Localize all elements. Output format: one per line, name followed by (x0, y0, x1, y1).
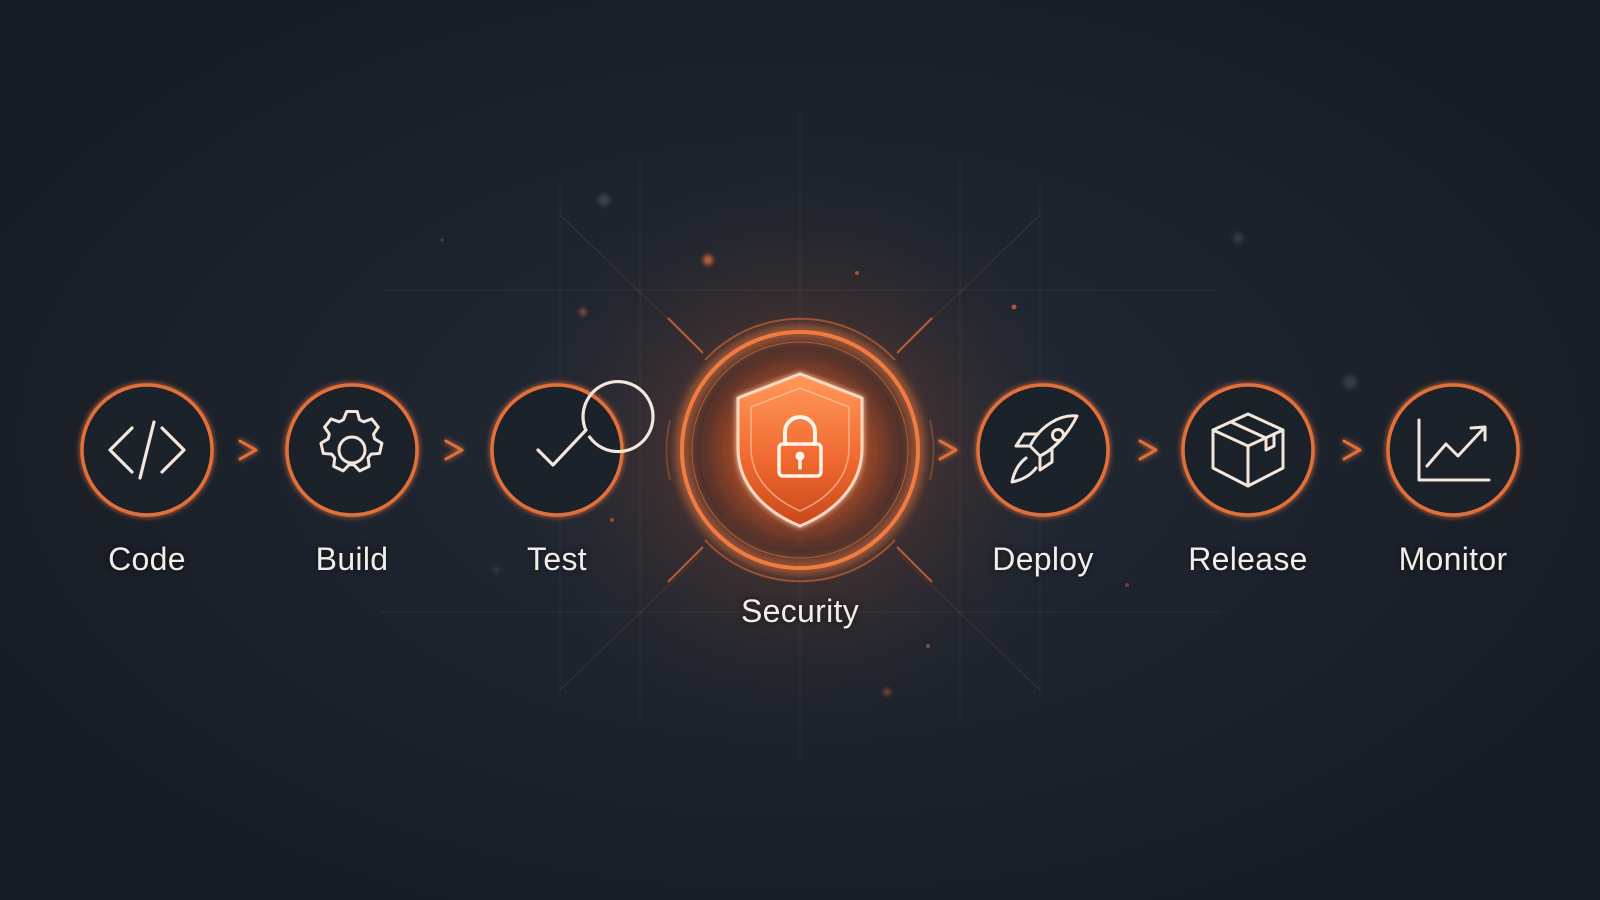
security-ticks (667, 317, 933, 583)
arrow-icon (938, 439, 958, 461)
dust-particles (493, 194, 1357, 573)
stage-label-test: Test (527, 541, 587, 577)
trend-chart-icon (1417, 418, 1491, 482)
stage-label-monitor: Monitor (1398, 541, 1508, 577)
stage-security-node (665, 317, 935, 583)
arrow-icon (444, 439, 464, 461)
stage-label-deploy: Deploy (992, 541, 1094, 577)
security-outer-arcs (665, 317, 935, 583)
connector-build-test (419, 439, 483, 461)
connector-security-deploy (918, 439, 977, 461)
stage-label-security: Security (741, 593, 859, 629)
check-circle-icon (536, 379, 655, 467)
package-box-icon (1211, 412, 1285, 488)
connector-code-build (214, 439, 278, 461)
rocket-icon (1010, 414, 1079, 484)
diagonal-beams (559, 214, 1041, 691)
gear-icon (319, 410, 384, 473)
arrow-icon (238, 439, 258, 461)
stage-label-build: Build (315, 541, 389, 577)
stage-label-code: Code (108, 541, 186, 577)
stage-test-node (490, 379, 655, 517)
connectors (214, 439, 1387, 461)
shield-lock-icon (736, 372, 864, 528)
stage-release-node (1181, 383, 1315, 517)
stage-label-release: Release (1188, 541, 1308, 577)
connector-deploy-release (1111, 439, 1182, 461)
particles (440, 238, 1129, 695)
arrow-icon (1342, 439, 1362, 461)
stage-code-node (80, 383, 214, 517)
code-brackets-icon (108, 420, 186, 480)
arrow-icon (1138, 439, 1158, 461)
stage-monitor-node (1386, 383, 1520, 517)
stage-deploy-node (976, 383, 1110, 517)
stage-build-node (285, 383, 419, 517)
connector-release-monitor (1316, 439, 1387, 461)
